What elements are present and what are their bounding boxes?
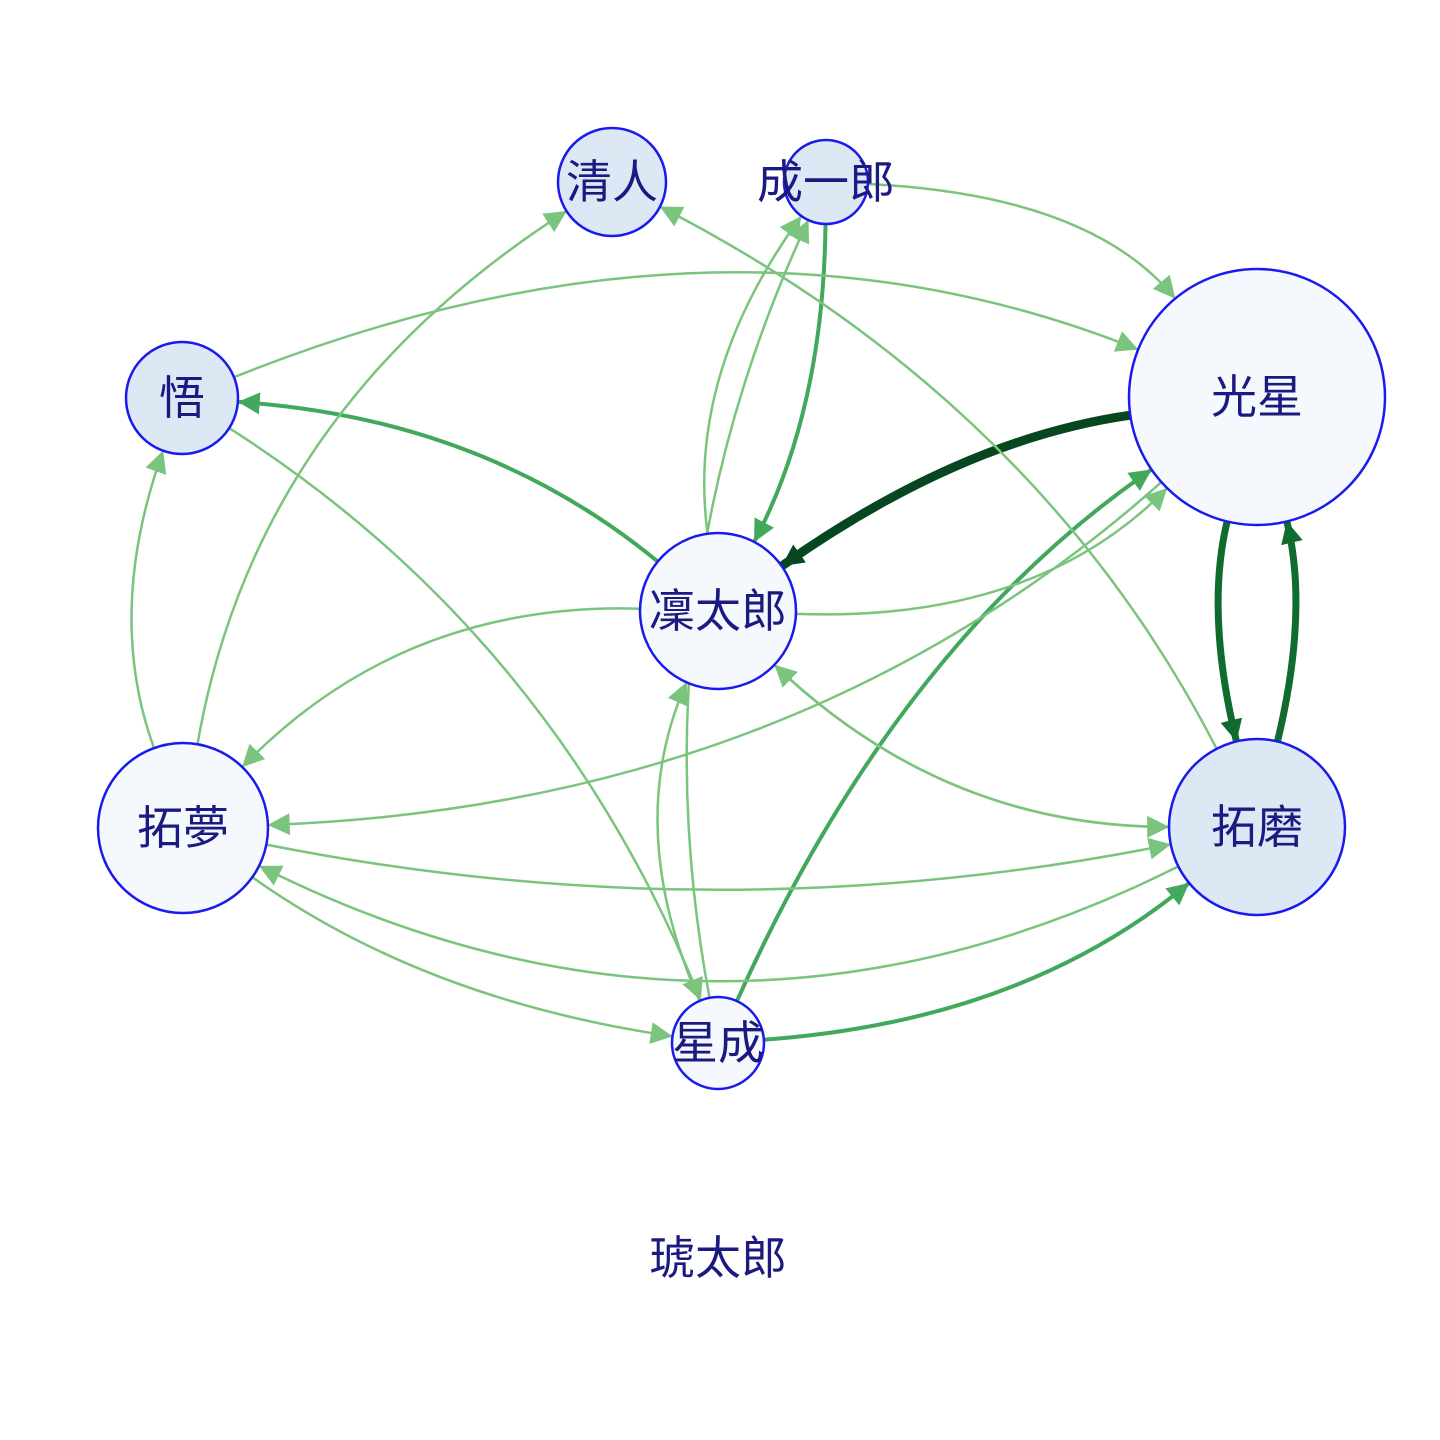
node-circle-satoru [124, 340, 240, 456]
edge-seiichiro-to-kousei [866, 182, 1176, 299]
node-label-rintaro: 凜太郎 [649, 584, 787, 638]
edge-rintaro-to-kousei [794, 488, 1168, 616]
edge-seina-to-rintaro [656, 682, 701, 1003]
edge-takumu-to-kiyoto [196, 210, 567, 746]
edge-rintaro-to-takumu [242, 607, 642, 768]
edge-rintaro-to-satoru [237, 392, 660, 564]
edge-takuma-to-rintaro [774, 664, 1171, 829]
node-label-takumu: 拓夢 [137, 801, 229, 855]
node-kousei: 光星 [1127, 267, 1387, 527]
edge-seiichiro-to-rintaro [753, 222, 828, 543]
edge-takumu-to-seina [251, 875, 673, 1044]
edge-satoru-to-seina [227, 426, 703, 1001]
node-label-seina: 星成 [672, 1016, 764, 1070]
node-circle-takuma [1167, 737, 1347, 917]
node-label-satoru: 悟 [159, 371, 205, 425]
edge-kousei-to-takuma [1214, 518, 1243, 743]
edge-rintaro-to-takuma [773, 663, 1170, 838]
node-kotaro: 琥太郎 [649, 1231, 787, 1285]
node-circle-rintaro [638, 531, 798, 691]
node-label-kousei: 光星 [1211, 370, 1303, 424]
node-takumu: 拓夢 [96, 741, 270, 915]
edge-seina-to-kousei [734, 468, 1152, 1003]
node-kiyoto: 清人 [556, 126, 668, 238]
edge-takuma-to-kousei [1274, 519, 1303, 745]
node-satoru: 悟 [124, 340, 240, 456]
node-circle-kousei [1127, 267, 1387, 527]
edge-takuma-to-kiyoto [659, 206, 1218, 751]
node-circle-seina [670, 995, 766, 1091]
edge-takumu-to-takuma [265, 837, 1171, 891]
node-label-takuma: 拓磨 [1211, 800, 1303, 854]
edges-layer [130, 182, 1303, 1044]
node-circle-takumu [96, 741, 270, 915]
edge-rintaro-to-seiichiro [702, 215, 802, 535]
node-seiichiro: 成一郎 [757, 138, 895, 226]
edge-satoru-to-kousei [232, 270, 1139, 379]
edge-takumu-to-satoru [130, 450, 167, 750]
edge-seina-to-takuma [761, 882, 1190, 1042]
node-label-seiichiro: 成一郎 [757, 155, 895, 209]
node-label-kiyoto: 清人 [566, 155, 658, 209]
edge-takuma-to-takumu [258, 865, 1180, 983]
node-circle-seiichiro [782, 138, 870, 226]
node-rintaro: 凜太郎 [638, 531, 798, 691]
node-takuma: 拓磨 [1167, 737, 1347, 917]
node-seina: 星成 [670, 995, 766, 1091]
node-circle-kiyoto [556, 126, 668, 238]
node-label-kotaro: 琥太郎 [649, 1231, 787, 1285]
edge-kousei-to-rintaro [778, 410, 1135, 570]
